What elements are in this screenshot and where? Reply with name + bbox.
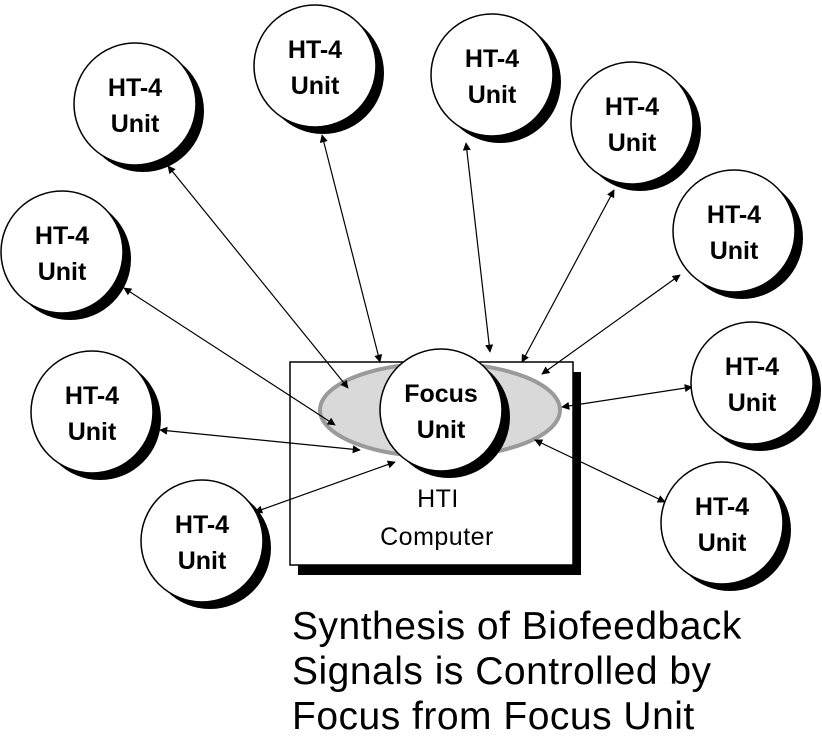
ht4-unit-6-line1: HT-4 — [35, 222, 89, 250]
ht4-unit-4-line1: HT-4 — [605, 93, 659, 121]
connector-unit-10 — [534, 439, 666, 503]
connector-unit-4 — [521, 189, 615, 363]
connector-unit-2 — [319, 134, 383, 363]
ht4-unit-node-10: HT-4 Unit — [660, 461, 791, 591]
caption-line-3: Focus from Focus Unit — [292, 695, 695, 738]
ht4-unit-8-line2: Unit — [178, 547, 227, 575]
connector-unit-7 — [159, 426, 361, 454]
ht4-unit-2-line2: Unit — [291, 72, 340, 100]
ht4-unit-node-1: HT-4 Unit — [73, 42, 204, 172]
ht4-unit-node-7: HT-4 Unit — [30, 350, 161, 480]
ht4-unit-7-line1: HT-4 — [65, 382, 119, 410]
connectors — [123, 134, 693, 514]
connector-unit-9 — [561, 384, 693, 410]
connector-unit-3 — [462, 142, 494, 353]
ht4-unit-10-line1: HT-4 — [695, 493, 749, 521]
ht4-unit-node-2: HT-4 Unit — [253, 4, 384, 134]
ht4-unit-9-line1: HT-4 — [725, 353, 779, 381]
ht4-unit-2-line1: HT-4 — [288, 36, 342, 64]
caption-line-1: Synthesis of Biofeedback — [292, 605, 742, 648]
focus-unit-line1: Focus — [404, 380, 478, 408]
ht4-unit-node-9: HT-4 Unit — [690, 321, 821, 451]
ht4-unit-3-line2: Unit — [468, 81, 517, 109]
caption-line-2: Signals is Controlled by — [292, 650, 712, 693]
ht4-unit-1-line1: HT-4 — [108, 74, 162, 102]
connector-unit-8 — [254, 460, 396, 514]
ht4-unit-9-line2: Unit — [728, 389, 777, 417]
ht4-unit-node-4: HT-4 Unit — [570, 61, 701, 191]
ht4-unit-4-line2: Unit — [608, 129, 657, 157]
ht4-unit-3-line1: HT-4 — [465, 45, 519, 73]
ht4-unit-1-line2: Unit — [111, 110, 160, 138]
ht4-unit-node-6: HT-4 Unit — [0, 190, 131, 320]
focus-unit-line2: Unit — [417, 416, 466, 444]
ht4-unit-7-line2: Unit — [68, 418, 117, 446]
ht4-unit-node-5: HT-4 Unit — [672, 169, 803, 299]
connector-unit-5 — [541, 274, 681, 375]
computer-label-line2: Computer — [380, 523, 494, 551]
ht4-unit-5-line1: HT-4 — [707, 201, 761, 229]
connector-unit-1 — [167, 165, 349, 389]
focus-unit-node: Focus Unit — [379, 348, 510, 478]
ht4-unit-8-line1: HT-4 — [175, 511, 229, 539]
ht4-unit-node-8: HT-4 Unit — [140, 479, 271, 609]
connector-unit-6 — [123, 287, 336, 426]
ht4-unit-6-line2: Unit — [38, 258, 87, 286]
ht4-unit-5-line2: Unit — [710, 237, 759, 265]
ht4-unit-10-line2: Unit — [698, 529, 747, 557]
ht4-unit-node-3: HT-4 Unit — [430, 13, 561, 143]
diagram-caption: Synthesis of Biofeedback Signals is Cont… — [292, 604, 817, 739]
computer-label-line1: HTI — [417, 485, 459, 513]
